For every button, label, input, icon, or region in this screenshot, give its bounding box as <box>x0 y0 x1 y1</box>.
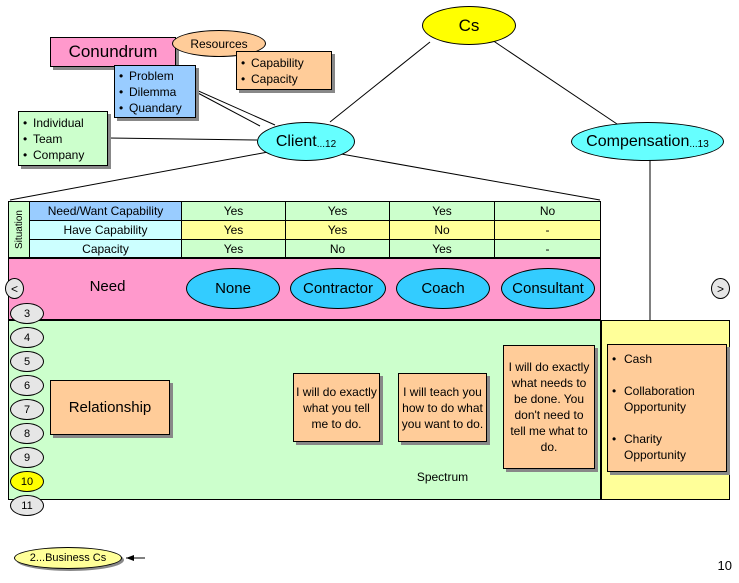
situation-cell: No <box>285 239 390 258</box>
next-button[interactable]: > <box>711 278 730 299</box>
client-types-list: Individual Team Company <box>21 115 105 163</box>
situation-cell: Yes <box>181 201 286 221</box>
step-9[interactable]: 9 <box>10 447 44 468</box>
step-10[interactable]: 10 <box>10 471 44 492</box>
contractor-description: I will do exactly what you tell me to do… <box>293 373 380 442</box>
step-11[interactable]: 11 <box>10 495 44 516</box>
client-node[interactable]: Client...12 <box>257 122 355 161</box>
coach-text: I will teach you how to do what you want… <box>401 384 484 431</box>
line-cs-compensation <box>491 39 621 127</box>
client-types-box: Individual Team Company <box>18 111 108 166</box>
client-ref: ...12 <box>316 138 337 150</box>
need-label: Need <box>89 278 126 295</box>
consultant-text: I will do exactly what needs to be done.… <box>508 360 590 454</box>
compensation-ref: ...13 <box>689 138 709 150</box>
line-client-right <box>329 151 601 201</box>
need-option-contractor[interactable]: Contractor <box>290 268 386 309</box>
business-cs-label: 2...Business Cs <box>29 552 107 564</box>
client-type-item: Individual <box>21 115 105 131</box>
client-label: Client <box>275 132 317 150</box>
step-6[interactable]: 6 <box>10 375 44 396</box>
resources-items-list: Capability Capacity <box>239 55 329 87</box>
back-arrowhead <box>126 555 134 561</box>
situation-cell: Yes <box>181 239 286 258</box>
resources-item: Capacity <box>239 71 329 87</box>
conundrum-label: Conundrum <box>68 42 158 61</box>
resources-item: Capability <box>239 55 329 71</box>
situation-row-label: Have Capability <box>29 220 182 240</box>
situation-cell: - <box>494 239 601 258</box>
bullet-icon: • <box>612 432 617 446</box>
situation-cell: - <box>494 220 601 240</box>
consultant-description: I will do exactly what needs to be done.… <box>503 345 595 469</box>
situation-cell: No <box>389 220 495 240</box>
need-option-coach[interactable]: Coach <box>396 268 490 309</box>
client-type-item: Company <box>21 147 105 163</box>
need-option-none[interactable]: None <box>186 268 280 309</box>
business-cs-link[interactable]: 2...Business Cs <box>14 547 122 569</box>
step-7[interactable]: 7 <box>10 399 44 420</box>
situation-cell: Yes <box>285 201 390 221</box>
line-client-left <box>9 151 269 201</box>
resources-label: Resources <box>190 36 248 51</box>
situation-cell: Yes <box>389 201 495 221</box>
conundrum-items-box: Problem Dilemma Quandary <box>114 65 196 118</box>
conundrum-item: Problem <box>117 68 193 84</box>
conundrum-item: Dilemma <box>117 84 193 100</box>
step-4[interactable]: 4 <box>10 327 44 348</box>
resources-node: Resources <box>172 30 266 57</box>
compensation-items-box: • Cash • Collaboration Opportunity • Cha… <box>607 344 727 472</box>
situation-row-label: Need/Want Capability <box>29 201 182 221</box>
compensation-item: • Charity Opportunity <box>612 432 687 462</box>
cs-label: Cs <box>458 15 480 35</box>
conundrum-item: Quandary <box>117 100 193 116</box>
resources-items-box: Capability Capacity <box>236 51 332 90</box>
line-cs-client <box>329 41 431 123</box>
step-3[interactable]: 3 <box>10 303 44 324</box>
compensation-node[interactable]: Compensation...13 <box>571 122 724 161</box>
contractor-text: I will do exactly what you tell me to do… <box>296 384 377 431</box>
conundrum-items-list: Problem Dilemma Quandary <box>117 68 193 116</box>
coach-description: I will teach you how to do what you want… <box>398 373 487 442</box>
bullet-icon: • <box>612 384 617 398</box>
line-problem-client <box>195 91 261 127</box>
situation-table: Situation Need/Want Capability Yes Yes Y… <box>8 201 601 258</box>
situation-row-label: Capacity <box>29 239 182 258</box>
conundrum-box: Conundrum <box>50 37 176 67</box>
compensation-item: • Cash <box>612 352 653 366</box>
relationship-label-box: Relationship <box>50 380 170 435</box>
client-type-item: Team <box>21 131 105 147</box>
situation-cell: Yes <box>285 220 390 240</box>
situation-cell: Yes <box>181 220 286 240</box>
situation-side-label: Situation <box>13 210 25 249</box>
step-5[interactable]: 5 <box>10 351 44 372</box>
situation-cell: Yes <box>389 239 495 258</box>
next-arrow-icon: > <box>716 281 724 296</box>
compensation-label: Compensation <box>586 132 690 150</box>
prev-button[interactable]: < <box>5 278 24 299</box>
prev-arrow-icon: < <box>10 281 18 296</box>
cs-node: Cs <box>422 6 516 45</box>
line-types-client <box>107 137 258 141</box>
bullet-icon: • <box>612 352 617 366</box>
situation-cell: No <box>494 201 601 221</box>
step-8[interactable]: 8 <box>10 423 44 444</box>
spectrum-label: Spectrum <box>416 470 469 484</box>
compensation-item: • Collaboration Opportunity <box>612 384 695 414</box>
page-number: 10 <box>717 558 732 573</box>
situation-side-label-cell: Situation <box>8 201 30 258</box>
need-option-consultant[interactable]: Consultant <box>501 268 595 309</box>
relationship-label: Relationship <box>68 398 152 416</box>
